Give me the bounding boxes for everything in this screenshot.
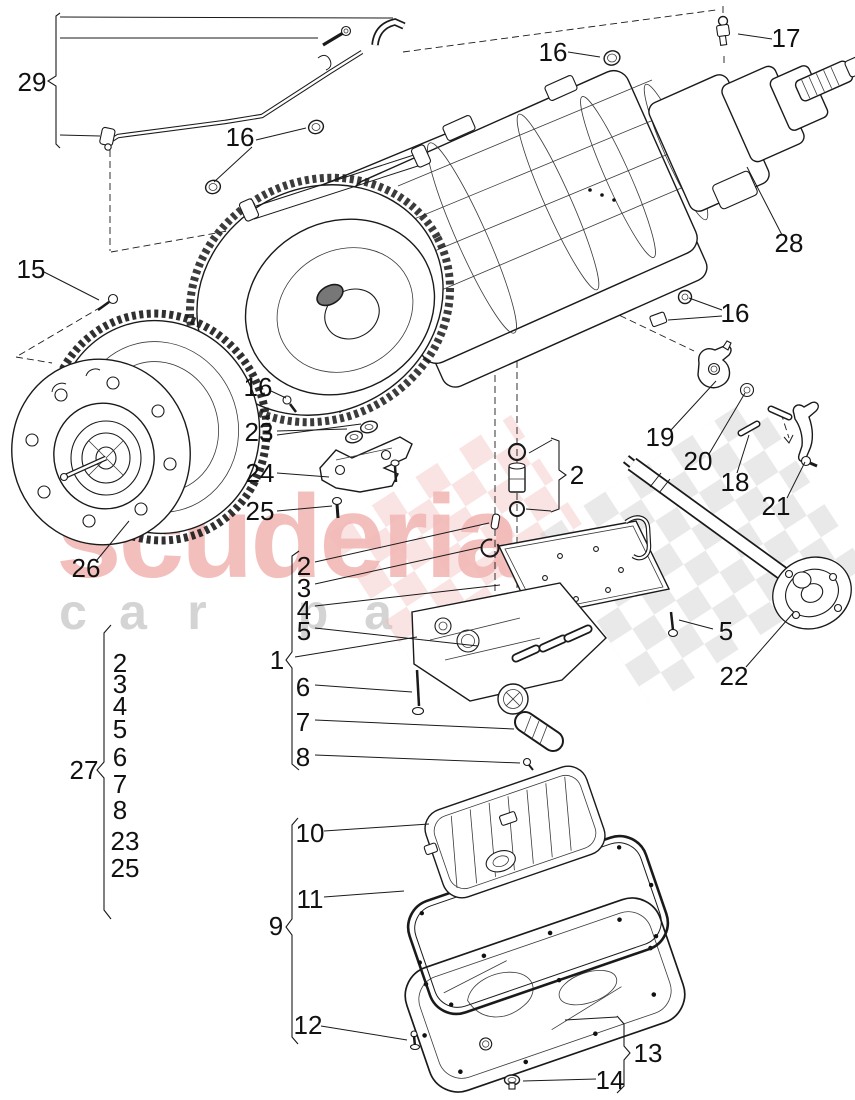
callout-5[interactable]: 5 — [718, 616, 734, 646]
callout-2-group[interactable]: 2 — [569, 460, 585, 490]
callout-29[interactable]: 29 — [17, 67, 47, 97]
callout-brackets — [46, 12, 631, 1094]
callout-27-item[interactable]: 4 — [112, 691, 128, 721]
callout-9[interactable]: 9 — [268, 911, 284, 941]
callout-25[interactable]: 25 — [245, 496, 275, 526]
callout-3[interactable]: 3 — [296, 573, 312, 603]
callout-27-item[interactable]: 5 — [112, 714, 128, 744]
driveshaft-drawing — [622, 455, 852, 630]
callout-27-item[interactable]: 2 — [112, 648, 128, 678]
callout-16[interactable]: 16 — [225, 122, 255, 152]
callout-5[interactable]: 5 — [296, 616, 312, 646]
oil-pan-drawing — [404, 765, 686, 1093]
callout-21[interactable]: 21 — [761, 491, 791, 521]
callout-27[interactable]: 27 — [69, 755, 99, 785]
callout-28[interactable]: 28 — [774, 228, 804, 258]
callout-1[interactable]: 1 — [269, 645, 285, 675]
callout-16[interactable]: 16 — [243, 372, 273, 402]
callout-12[interactable]: 12 — [293, 1010, 323, 1040]
callout-18[interactable]: 18 — [720, 467, 750, 497]
callout-16[interactable]: 16 — [538, 37, 568, 67]
selector-lever-drawing — [697, 340, 819, 468]
callout-14[interactable]: 14 — [595, 1065, 625, 1095]
leader-lines — [43, 16, 806, 1082]
callout-11[interactable]: 11 — [296, 884, 324, 914]
watermark-letter: r — [187, 584, 207, 640]
watermark-letter: a — [119, 584, 147, 640]
transmission-drawing — [185, 56, 855, 427]
callout-23[interactable]: 23 — [244, 417, 274, 447]
callout-22[interactable]: 22 — [719, 661, 749, 691]
callout-15[interactable]: 15 — [16, 254, 46, 284]
callout-7[interactable]: 7 — [295, 707, 311, 737]
callout-8[interactable]: 8 — [295, 742, 311, 772]
callout-24[interactable]: 24 — [245, 458, 275, 488]
callout-13[interactable]: 13 — [633, 1038, 663, 1068]
callout-27-item[interactable]: 25 — [110, 853, 140, 883]
callout-27-item[interactable]: 23 — [110, 826, 140, 856]
watermark-letter: c — [59, 584, 87, 640]
callout-4[interactable]: 4 — [296, 595, 312, 625]
callout-16[interactable]: 16 — [720, 298, 750, 328]
callout-20[interactable]: 20 — [683, 446, 713, 476]
mount-bracket-drawing — [319, 420, 413, 519]
callout-19[interactable]: 19 — [645, 422, 675, 452]
torque-converter-drawing — [11, 309, 271, 546]
callout-27-item[interactable]: 3 — [112, 669, 128, 699]
breather-pipe-drawing — [99, 18, 406, 151]
watermark-letter: a — [364, 584, 392, 640]
valve-body-drawing — [411, 515, 679, 771]
callout-2[interactable]: 2 — [296, 551, 312, 581]
callout-17[interactable]: 17 — [771, 23, 801, 53]
callout-27-item[interactable]: 7 — [112, 769, 128, 799]
fasteners-drawing — [97, 15, 731, 413]
callout-10[interactable]: 10 — [295, 818, 325, 848]
callout-27-item[interactable]: 6 — [112, 742, 128, 772]
callout-26[interactable]: 26 — [71, 553, 101, 583]
callout-27-item[interactable]: 8 — [112, 795, 128, 825]
callout-6[interactable]: 6 — [295, 672, 311, 702]
